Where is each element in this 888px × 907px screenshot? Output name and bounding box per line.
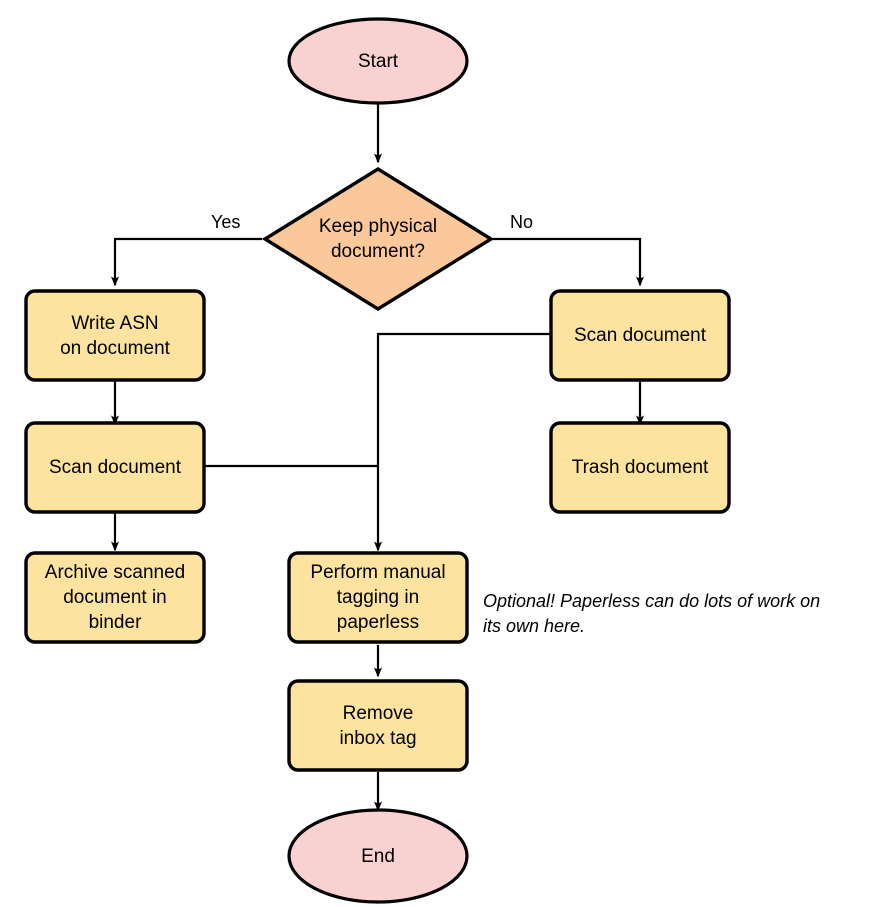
edge-decision-no-to-scan-right — [492, 237, 644, 287]
node-end[interactable] — [287, 808, 469, 904]
archive-node-hit[interactable] — [26, 553, 204, 642]
node-trash[interactable] — [549, 421, 731, 514]
remove-inbox-node-hit[interactable] — [289, 681, 467, 770]
scan-right-node-hit[interactable] — [551, 291, 729, 380]
start-node-hit[interactable] — [289, 19, 467, 103]
node-archive[interactable] — [24, 551, 206, 644]
write-asn-node-hit[interactable] — [26, 291, 204, 380]
scan-left-node-hit[interactable] — [26, 423, 204, 512]
node-write-asn[interactable] — [24, 289, 206, 382]
edge-label-no: No — [510, 212, 534, 232]
node-tagging[interactable] — [287, 551, 469, 644]
end-node-hit[interactable] — [289, 814, 467, 898]
edge-decision-yes-to-write-asn — [111, 237, 262, 287]
node-scan-left[interactable] — [24, 421, 206, 514]
edge-label-yes: Yes — [211, 212, 241, 232]
node-decision[interactable] — [261, 167, 495, 311]
node-start[interactable] — [287, 17, 469, 105]
node-scan-right[interactable] — [549, 289, 731, 382]
node-remove-inbox[interactable] — [287, 679, 469, 772]
trash-node-hit[interactable] — [551, 423, 729, 512]
decision-node-hit[interactable] — [265, 169, 491, 309]
edge-scan-right-to-tagging — [374, 332, 552, 552]
annotation-optional-note: Optional! Paperless can do lots of work … — [483, 591, 821, 636]
tagging-node-hit[interactable] — [289, 553, 467, 642]
